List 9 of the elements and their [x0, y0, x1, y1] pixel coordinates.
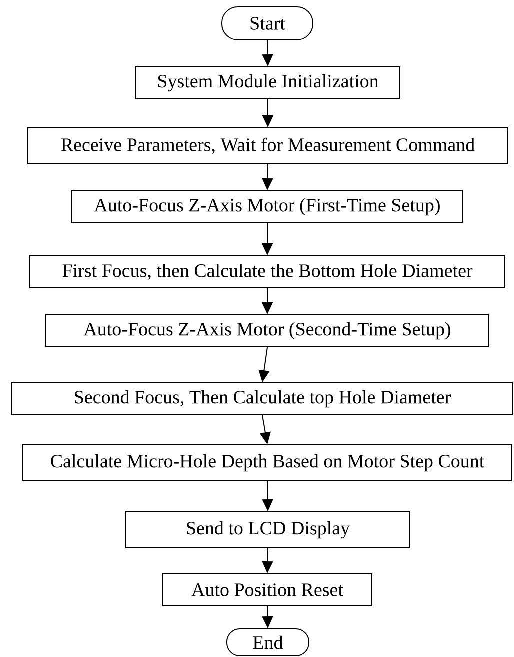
process-box: First Focus, then Calculate the Bottom Hole Diameter	[30, 256, 506, 288]
process-box: Auto-Focus Z-Axis Motor (Second-Time Setup)	[46, 314, 490, 348]
process-box: Receive Parameters, Wait for Measurement Command	[28, 128, 508, 164]
process-box: System Module Initialization	[136, 66, 400, 100]
process-box: Auto-Focus Z-Axis Motor (First-Time Setup)	[72, 190, 464, 224]
process-box: Calculate Micro-Hole Depth Based on Motor Step Count	[22, 444, 512, 482]
process-box: Second Focus, Then Calculate top Hole Diameter	[12, 382, 514, 416]
process-box: Auto Position Reset	[162, 574, 372, 606]
process-box: Send to LCD Display	[126, 512, 410, 548]
